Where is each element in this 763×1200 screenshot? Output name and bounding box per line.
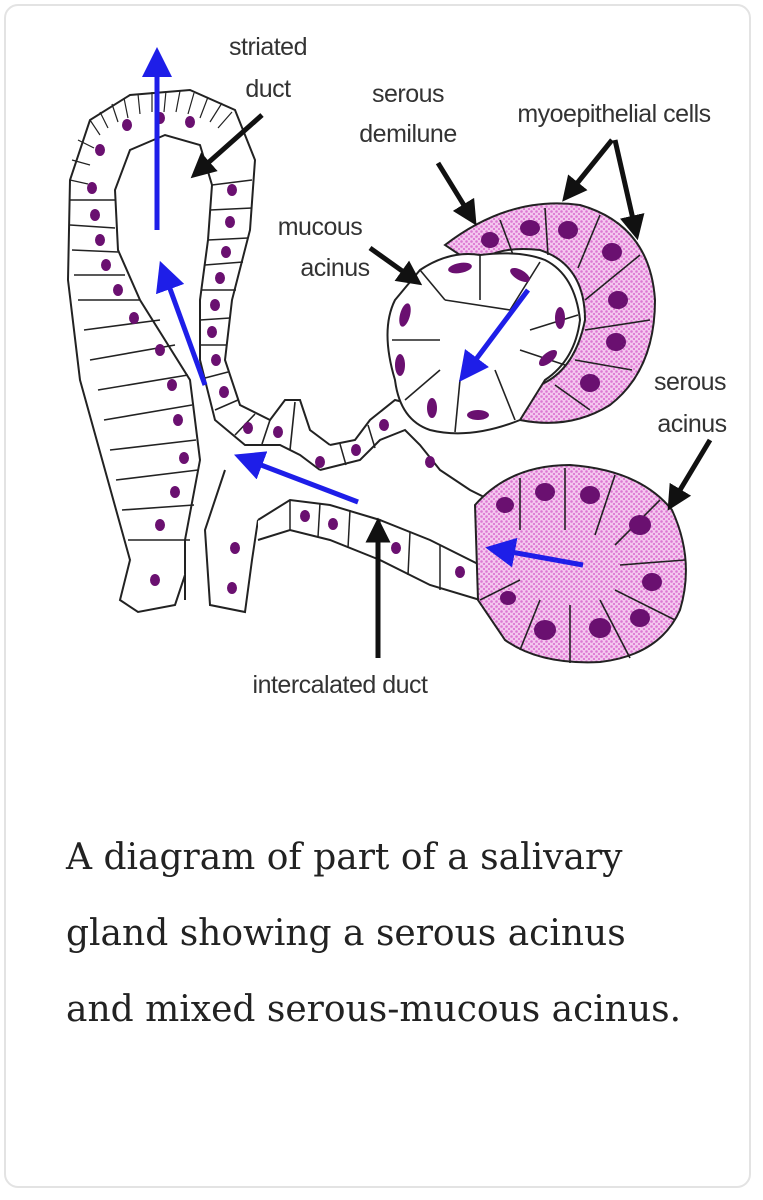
label-serous-acinus-line2: acinus (657, 410, 726, 438)
striated-duct (66, 88, 331, 614)
pointer-serous-acinus (667, 438, 713, 511)
pointer-myoepithelial-right (612, 139, 645, 241)
figure-caption: A diagram of part of a salivary gland sh… (66, 837, 682, 1030)
pointer-striated-duct (190, 113, 264, 179)
flow-arrow-striated-left (156, 260, 208, 386)
flow-arrows (142, 47, 584, 568)
label-serous-demilune-line2: demilune (359, 120, 456, 148)
intercalated-duct-nuclei (300, 419, 465, 578)
label-striated-duct-line2: duct (245, 75, 291, 103)
salivary-gland-diagram: striated duct serous demilune myoepithel… (66, 33, 727, 699)
label-myoepithelial-cells: myoepithelial cells (517, 100, 710, 128)
label-mucous-acinus-line1: mucous (278, 213, 363, 241)
serous-acinus-nuclei (496, 483, 662, 640)
pointer-mucous-acinus (368, 245, 423, 286)
label-mucous-acinus-line2: acinus (300, 254, 369, 282)
label-striated-duct-line1: striated (229, 33, 307, 61)
flow-arrow-serous-acinus (485, 537, 584, 568)
pointer-myoepithelial-left (562, 138, 614, 202)
label-intercalated-duct: intercalated duct (253, 671, 429, 699)
mucous-acinus-nuclei (395, 262, 565, 420)
mucous-acinus (386, 252, 582, 435)
pointer-arrows (190, 113, 713, 658)
flow-arrow-intercalated (233, 451, 359, 505)
label-serous-demilune-line1: serous (372, 80, 444, 108)
serous-demilune-nuclei (481, 220, 628, 392)
flow-arrow-mixed-acinus (459, 288, 530, 382)
striated-duct-nuclei (87, 112, 283, 594)
pointer-serous-demilune (435, 161, 477, 226)
serous-demilune (443, 202, 657, 424)
label-serous-acinus-line1: serous (654, 368, 726, 396)
